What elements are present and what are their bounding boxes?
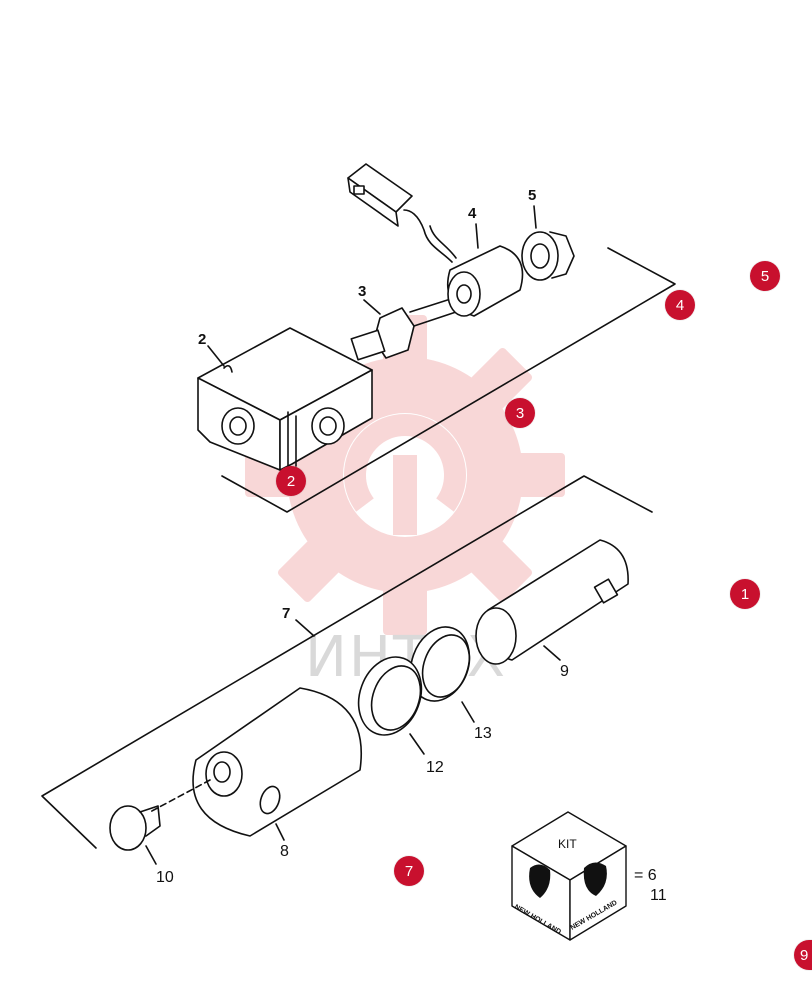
callout-13: 13 bbox=[474, 725, 492, 742]
seal-ring-12 bbox=[357, 656, 425, 755]
callout-4: 4 bbox=[468, 205, 477, 222]
kit-equals-6: = 6 bbox=[634, 867, 657, 884]
solenoid-coil bbox=[403, 209, 524, 317]
callout-leader-7 bbox=[295, 619, 315, 637]
hotspot-2[interactable]: 2 bbox=[276, 466, 306, 496]
valve-sleeve bbox=[475, 539, 629, 665]
hotspot-4[interactable]: 4 bbox=[665, 290, 695, 320]
kit-equals-11: 11 bbox=[650, 887, 667, 904]
callout-9: 9 bbox=[560, 663, 569, 680]
valve-cartridge bbox=[350, 295, 463, 361]
hotspot-7[interactable]: 7 bbox=[394, 856, 424, 886]
callout-10: 10 bbox=[156, 869, 174, 886]
valve-body bbox=[149, 687, 362, 841]
callout-12: 12 bbox=[426, 759, 444, 776]
kit-cube bbox=[511, 811, 627, 941]
hotspot-9[interactable]: 9 bbox=[794, 940, 812, 970]
new-holland-logo-icon bbox=[529, 862, 607, 898]
seal-ring-13 bbox=[409, 626, 475, 723]
hotspot-1[interactable]: 1 bbox=[730, 579, 760, 609]
kit-label: KIT bbox=[558, 837, 577, 851]
upper-group-bracket bbox=[221, 247, 676, 513]
hotspot-5[interactable]: 5 bbox=[750, 261, 780, 291]
coil-nut bbox=[521, 205, 575, 281]
valve-block bbox=[197, 327, 373, 471]
end-plug bbox=[109, 805, 161, 865]
callout-5: 5 bbox=[528, 187, 536, 204]
callout-7: 7 bbox=[282, 605, 290, 622]
callout-8: 8 bbox=[280, 843, 289, 860]
electrical-connector bbox=[347, 163, 413, 227]
callout-2: 2 bbox=[198, 331, 206, 348]
callout-3: 3 bbox=[358, 283, 366, 300]
hotspot-3[interactable]: 3 bbox=[505, 398, 535, 428]
